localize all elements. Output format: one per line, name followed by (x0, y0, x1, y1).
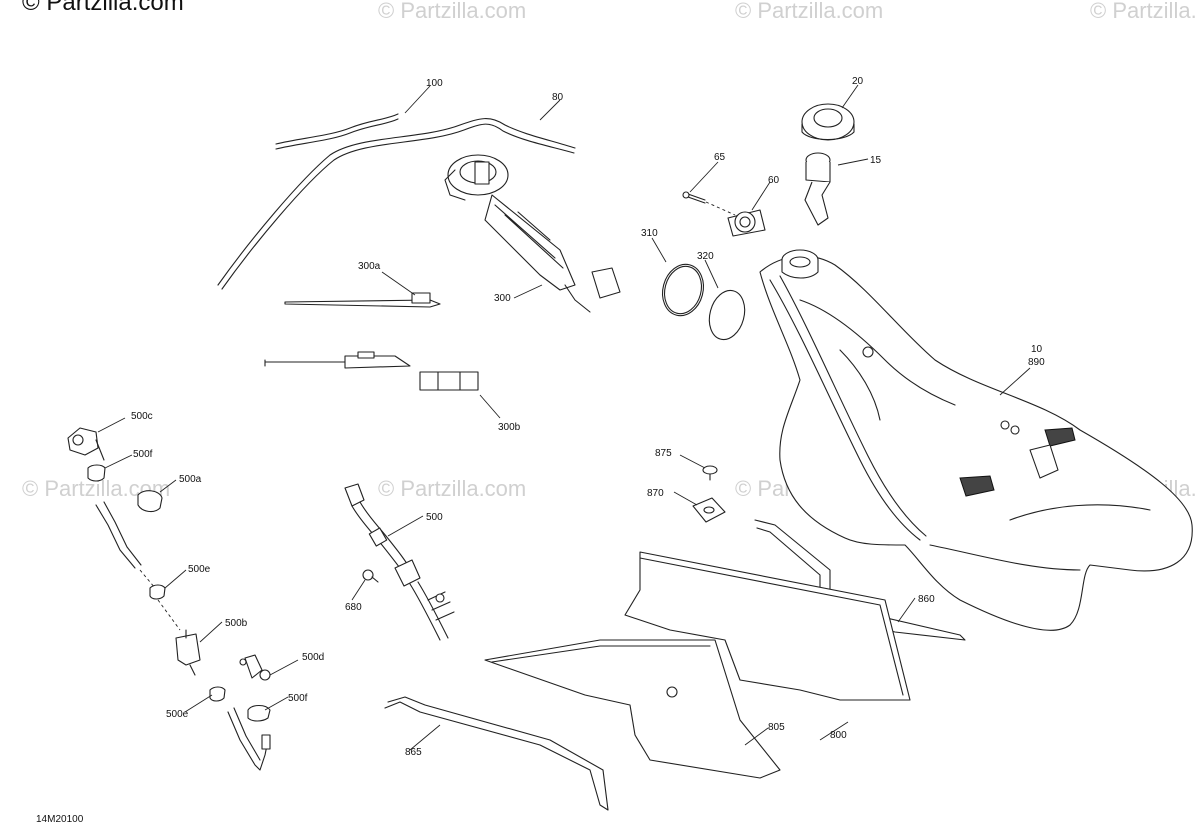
callout-label: 65 (714, 152, 726, 163)
callout-label: 805 (768, 722, 785, 733)
callout-label: 500d (302, 652, 324, 663)
callout-label: 500c (131, 411, 153, 422)
callout-label: 300a (358, 261, 381, 272)
callout-label: 890 (1028, 357, 1045, 368)
heat-shield-805 (484, 639, 781, 779)
callout-label: 15 (870, 155, 882, 166)
o-ring-310-inner (663, 265, 703, 315)
callout-label: 860 (918, 594, 935, 605)
callout-label: 300b (498, 422, 521, 433)
vent-hose-80 (217, 118, 576, 290)
callout-label: 500e (166, 709, 189, 720)
callout-label: 60 (768, 175, 780, 186)
callout-label: 500f (288, 693, 308, 704)
watermark-repeat: © Partzilla.com (378, 476, 526, 501)
watermark-main: © Partzilla.com (22, 0, 184, 16)
watermark-repeat: © Partzilla.com (1090, 0, 1197, 23)
sender-300b (264, 351, 479, 391)
callout-label: 300 (494, 293, 511, 304)
callout-label: 875 (655, 448, 672, 459)
callout-label: 20 (852, 76, 864, 87)
callout-label: 310 (641, 228, 658, 239)
callout-label: 10 (1031, 344, 1043, 355)
fuel-cap-20 (801, 103, 855, 141)
watermark-repeat: © Partzilla.com (378, 0, 526, 23)
valve-60 (727, 209, 766, 237)
bolt-680 (362, 569, 379, 583)
vent-hose-100 (275, 113, 399, 150)
diagram-code: 14M20100 (36, 814, 84, 825)
callout-label: 100 (426, 78, 443, 89)
callout-label: 500e (188, 564, 211, 575)
callout-label: 500a (179, 474, 202, 485)
callout-label: 320 (697, 251, 714, 262)
bracket-860 (754, 519, 966, 641)
screw-875 (702, 465, 718, 481)
callout-labels: 100 80 20 15 65 60 310 320 300a 300 300b… (131, 76, 1045, 758)
screw-65 (682, 191, 706, 204)
fuel-pump-300 (444, 154, 621, 313)
watermark-repeat: © Partzilla.com (735, 0, 883, 23)
plate-870 (692, 497, 726, 523)
heat-shield-800 (624, 551, 911, 701)
bracket-865 (384, 696, 609, 811)
hose-assembly-500x (67, 427, 271, 771)
callout-label: 80 (552, 92, 564, 103)
o-ring-310 (661, 263, 705, 317)
leader-lines (97, 84, 1031, 751)
filler-neck-15 (804, 152, 831, 226)
callout-label: 500b (225, 618, 248, 629)
callout-label: 500 (426, 512, 443, 523)
fuel-tank-10 (759, 249, 1193, 631)
o-ring-320 (708, 289, 746, 341)
callout-label: 680 (345, 602, 362, 613)
callout-label: 500f (133, 449, 153, 460)
callout-label: 870 (647, 488, 664, 499)
sender-300a (284, 292, 441, 308)
callout-label: 865 (405, 747, 422, 758)
hose-500 (344, 483, 455, 641)
callout-label: 800 (830, 730, 847, 741)
